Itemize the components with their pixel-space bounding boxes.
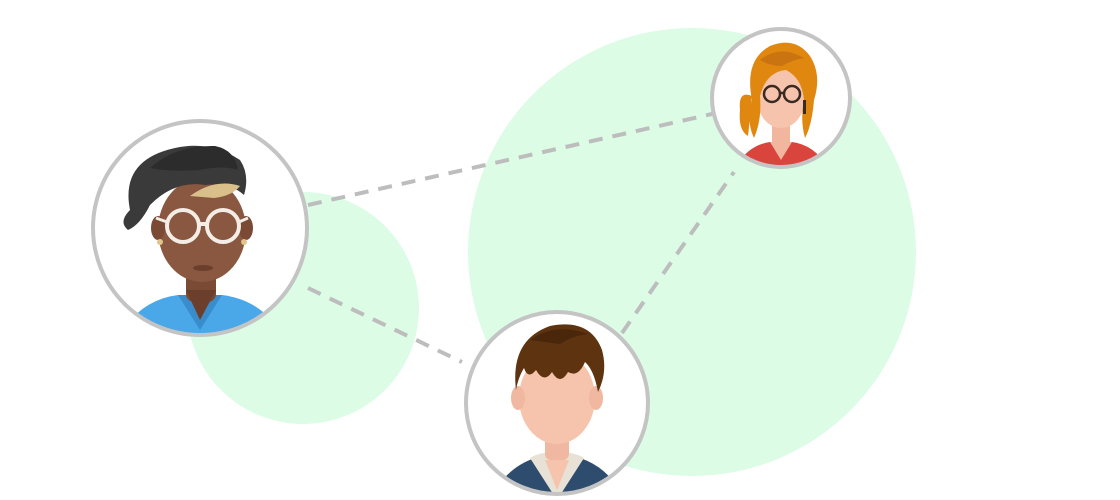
woman-dark-skin-glasses-avatar[interactable]: [91, 119, 309, 337]
connector-bottom-to-top-right: [620, 170, 736, 335]
man-brown-hair-avatar[interactable]: [464, 310, 650, 500]
avatar-ring: [91, 119, 309, 337]
avatar-ring: [464, 310, 650, 496]
connector-left-to-bottom: [307, 286, 463, 364]
woman-red-hair-glasses-avatar[interactable]: [710, 27, 852, 169]
avatar-ring: [710, 27, 852, 169]
connector-left-to-top-right: [307, 112, 713, 207]
